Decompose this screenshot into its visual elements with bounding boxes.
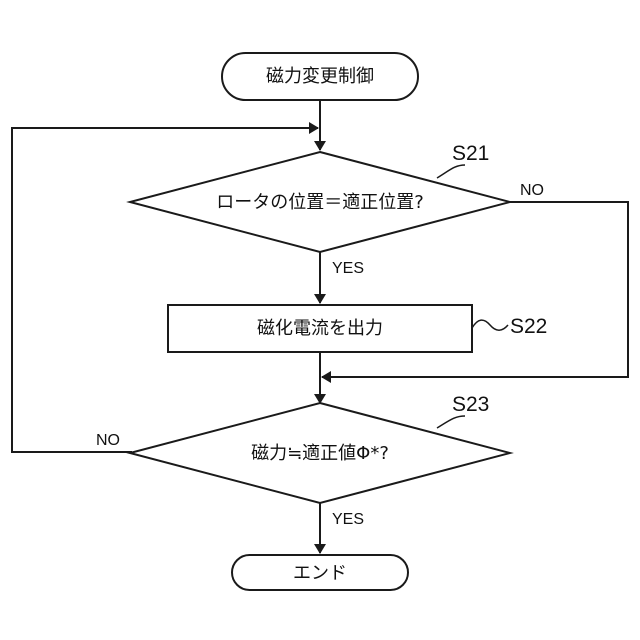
- s23-yes-label: YES: [332, 511, 364, 528]
- decision-s23-text: 磁力≒適正値Φ*?: [251, 443, 389, 464]
- process-s22-text: 磁化電流を出力: [257, 318, 383, 339]
- s23-no-label: NO: [96, 432, 120, 449]
- end-terminal: エンド: [232, 555, 408, 590]
- s21-no-label: NO: [520, 182, 544, 199]
- s22-leader-line: [472, 320, 508, 330]
- step-label-s21: S21: [452, 142, 489, 165]
- process-s22: 磁化電流を出力: [168, 305, 472, 352]
- step-label-s22: S22: [510, 315, 547, 338]
- end-label: エンド: [293, 563, 347, 584]
- s23-leader-line: [437, 416, 465, 428]
- s21-yes-label: YES: [332, 260, 364, 277]
- decision-s21-text: ロータの位置＝適正位置?: [216, 192, 424, 213]
- start-label: 磁力変更制御: [266, 66, 374, 87]
- s21-leader-line: [437, 165, 465, 178]
- step-label-s23: S23: [452, 393, 489, 416]
- start-terminal: 磁力変更制御: [222, 53, 418, 100]
- decision-s21: ロータの位置＝適正位置?: [130, 152, 510, 252]
